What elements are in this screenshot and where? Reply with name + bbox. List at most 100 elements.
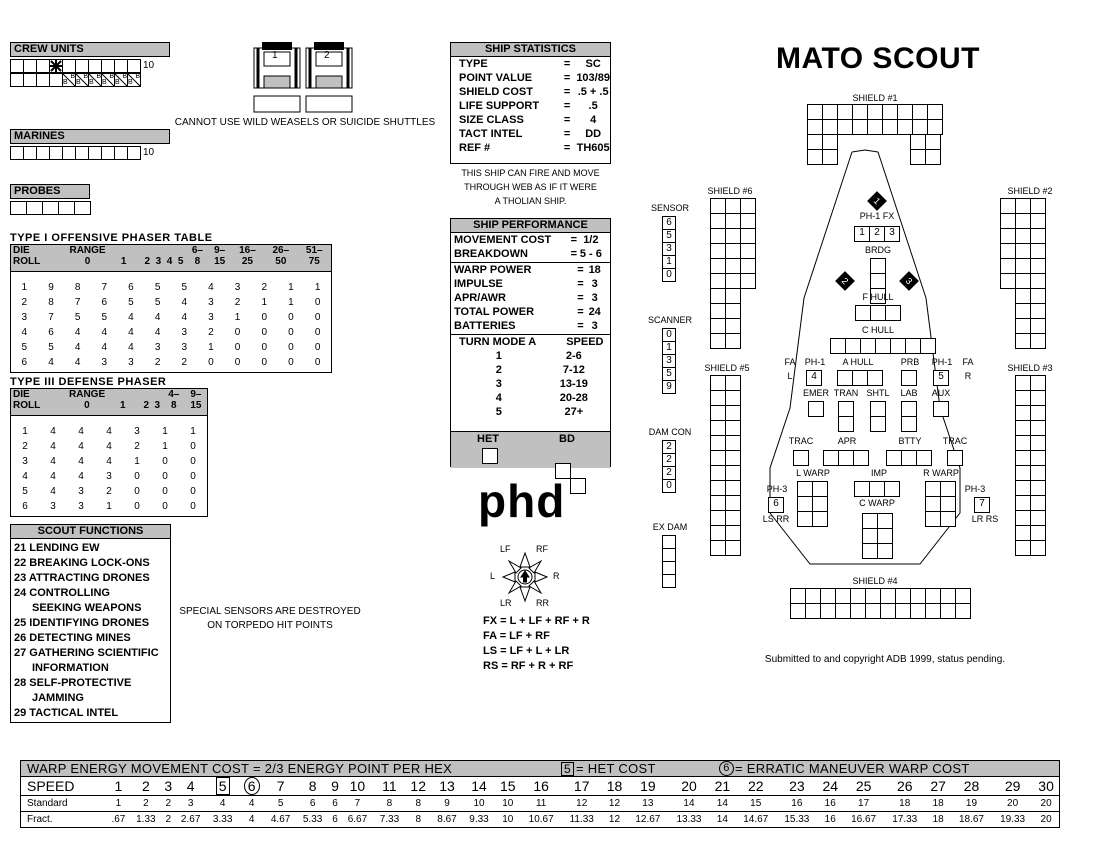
- shield-4-box[interactable]: [910, 603, 926, 619]
- ph1-fx-box[interactable]: 2: [869, 226, 885, 242]
- shield-2-box[interactable]: [1015, 333, 1031, 349]
- movement-cell[interactable]: 18: [602, 777, 628, 796]
- track-box[interactable]: 0: [662, 268, 676, 282]
- shield-3-box[interactable]: [1015, 435, 1031, 451]
- shield-3-box[interactable]: [1030, 435, 1046, 451]
- c-warp-box[interactable]: [877, 528, 893, 544]
- shield-3-box[interactable]: [1030, 420, 1046, 436]
- movement-cell[interactable]: 21: [710, 777, 736, 796]
- track-box[interactable]: 2: [662, 453, 676, 467]
- shield-1-box[interactable]: [912, 104, 928, 120]
- movement-cell[interactable]: 23: [776, 777, 817, 796]
- movement-cell[interactable]: 30: [1033, 777, 1059, 796]
- crew-boarding-box[interactable]: [36, 73, 50, 87]
- movement-cell[interactable]: 4: [175, 777, 207, 796]
- shield-5-box[interactable]: [710, 540, 726, 556]
- l-warp-box[interactable]: [812, 481, 828, 497]
- marine-box[interactable]: [114, 146, 128, 160]
- shield-2-box[interactable]: [1015, 303, 1031, 319]
- btty-box[interactable]: [901, 450, 917, 466]
- shield-3-box[interactable]: [1015, 375, 1031, 391]
- shield-4-box[interactable]: [820, 603, 836, 619]
- shield-6-box[interactable]: [725, 288, 741, 304]
- phaser-5-box[interactable]: 5: [933, 370, 949, 386]
- shield-5-box[interactable]: [725, 375, 741, 391]
- shield-6-box[interactable]: [740, 198, 756, 214]
- shield-3-box[interactable]: [1015, 540, 1031, 556]
- apr-box[interactable]: [823, 450, 839, 466]
- phaser-7-box[interactable]: 7: [974, 497, 990, 513]
- shield-2-box[interactable]: [1000, 198, 1016, 214]
- probe-box[interactable]: [26, 201, 43, 215]
- shield-1-box[interactable]: [807, 104, 823, 120]
- shield-4-box[interactable]: [925, 588, 941, 604]
- shield-1-box[interactable]: [867, 104, 883, 120]
- shield-2-box[interactable]: [1030, 243, 1046, 259]
- shield-5-box[interactable]: [710, 405, 726, 421]
- movement-cell[interactable]: 6: [239, 777, 265, 796]
- shield-4-box[interactable]: [925, 603, 941, 619]
- shield-1-box[interactable]: [807, 119, 823, 135]
- shield-1-box[interactable]: [912, 119, 928, 135]
- shield-4-box[interactable]: [790, 588, 806, 604]
- shield-2-box[interactable]: [1015, 288, 1031, 304]
- track-box[interactable]: 0: [662, 328, 676, 342]
- shield-5-box[interactable]: [725, 465, 741, 481]
- crew-box[interactable]: [36, 59, 50, 73]
- shield-4-box[interactable]: [850, 603, 866, 619]
- shield-5-box[interactable]: [725, 390, 741, 406]
- track-box[interactable]: 1: [662, 341, 676, 355]
- track-box[interactable]: 5: [662, 367, 676, 381]
- shield-4-box[interactable]: [910, 588, 926, 604]
- ph1-fx-box[interactable]: 3: [884, 226, 900, 242]
- shield-6-box[interactable]: [740, 273, 756, 289]
- shield-3-box[interactable]: [1030, 495, 1046, 511]
- track-box[interactable]: 6: [662, 216, 676, 230]
- movement-cell[interactable]: 12: [405, 777, 431, 796]
- shield-3-box[interactable]: [1030, 480, 1046, 496]
- shield-2-box[interactable]: [1030, 273, 1046, 289]
- apr-box[interactable]: [853, 450, 869, 466]
- a-hull-box[interactable]: [852, 370, 868, 386]
- shield-1-box[interactable]: [852, 119, 868, 135]
- aux-box[interactable]: [933, 401, 949, 417]
- shield-6-box[interactable]: [740, 258, 756, 274]
- shield-6-box[interactable]: [710, 273, 726, 289]
- movement-cell[interactable]: 11: [373, 777, 405, 796]
- movement-cell[interactable]: 14: [463, 777, 495, 796]
- r-warp-box[interactable]: [940, 481, 956, 497]
- r-warp-box[interactable]: [925, 496, 941, 512]
- f-hull-box[interactable]: [885, 305, 901, 321]
- lab-box[interactable]: [901, 401, 917, 417]
- movement-cell[interactable]: 28: [951, 777, 992, 796]
- shield-1-box[interactable]: [927, 104, 943, 120]
- movement-cell[interactable]: 5: [207, 777, 239, 796]
- shield-6-box[interactable]: [710, 243, 726, 259]
- movement-cell[interactable]: 20: [668, 777, 709, 796]
- track-box[interactable]: 2: [662, 466, 676, 480]
- shield-6-box[interactable]: [725, 273, 741, 289]
- shield-3-box[interactable]: [1030, 465, 1046, 481]
- l-warp-box[interactable]: [797, 481, 813, 497]
- crew-box-star-icon[interactable]: [49, 59, 63, 73]
- track-box[interactable]: [662, 548, 676, 562]
- shield-6-box[interactable]: [725, 258, 741, 274]
- phaser-4-box[interactable]: 4: [806, 370, 822, 386]
- shield-4-box[interactable]: [955, 588, 971, 604]
- movement-cell[interactable]: 27: [925, 777, 951, 796]
- movement-cell[interactable]: 10: [341, 777, 373, 796]
- shield-5-box[interactable]: [725, 495, 741, 511]
- c-warp-box[interactable]: [877, 543, 893, 559]
- shtl-box[interactable]: [870, 416, 886, 432]
- shield-3-box[interactable]: [1015, 390, 1031, 406]
- shield-3-box[interactable]: [1030, 510, 1046, 526]
- shield-3-box[interactable]: [1015, 450, 1031, 466]
- shield-5-box[interactable]: [710, 390, 726, 406]
- shield-6-box[interactable]: [725, 303, 741, 319]
- track-box[interactable]: 3: [662, 242, 676, 256]
- movement-cell[interactable]: 7: [265, 777, 297, 796]
- marine-box[interactable]: [101, 146, 115, 160]
- movement-cell[interactable]: 8: [297, 777, 329, 796]
